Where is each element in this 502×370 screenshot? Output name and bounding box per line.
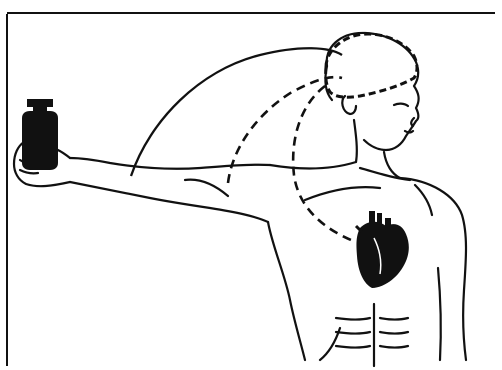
- torso-right-inner: [438, 268, 441, 360]
- bicep-line: [185, 180, 228, 196]
- human-figure: [14, 33, 466, 366]
- weight-icon: [22, 99, 58, 170]
- ear: [342, 96, 356, 114]
- torso-left: [268, 222, 305, 360]
- chest-line: [305, 185, 432, 215]
- eye: [394, 104, 408, 106]
- right-shoulder: [400, 178, 466, 360]
- collarbone: [360, 168, 410, 180]
- arm-bottom: [70, 182, 268, 222]
- head-outline: [327, 33, 419, 150]
- abdomen-lines: [320, 304, 408, 366]
- image-frame: [7, 13, 495, 366]
- arm-to-brain-arc: [131, 48, 342, 176]
- arm-top: [70, 158, 270, 169]
- heart-icon: [356, 211, 409, 288]
- shoulder-line: [270, 162, 356, 168]
- brain-region-outline: [326, 34, 417, 97]
